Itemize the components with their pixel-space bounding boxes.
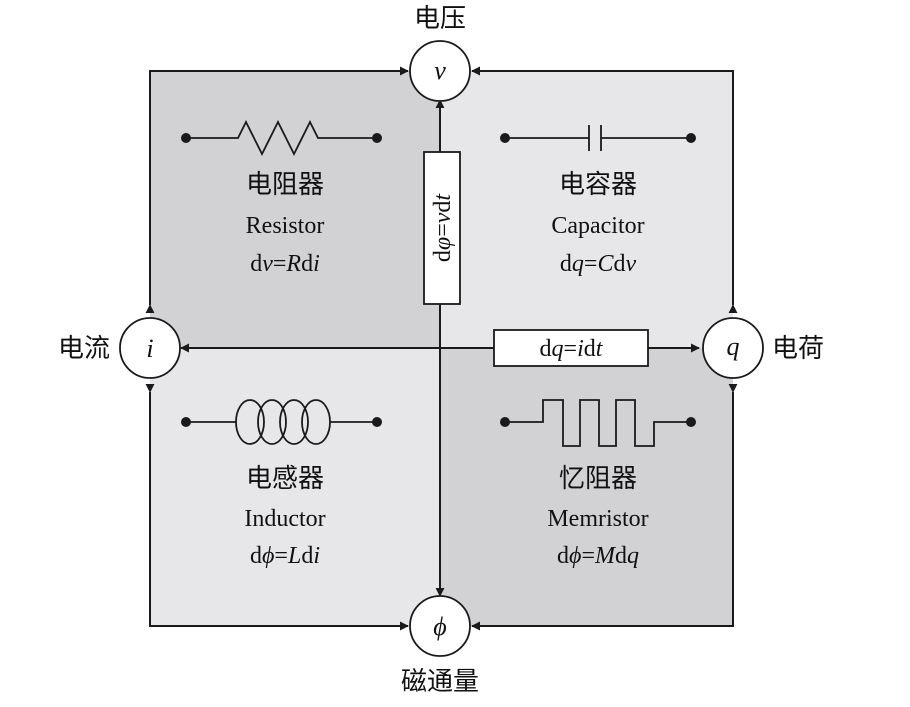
memristor-icon: [500, 399, 696, 447]
quadrant-capacitor-bg: [440, 71, 733, 348]
capacitor-equation: dq=Cdv: [560, 251, 637, 277]
flux-symbol: ϕ: [433, 612, 446, 641]
capacitor-icon: [500, 125, 696, 151]
capacitor-name-en: Capacitor: [551, 213, 644, 239]
resistor-name-en: Resistor: [246, 213, 325, 239]
flux-voltage-box: [423, 151, 461, 305]
voltage-label: 电压: [414, 4, 466, 34]
charge-node: [702, 317, 764, 379]
charge-symbol: q: [727, 332, 740, 361]
quadrant-resistor-bg: [150, 71, 440, 348]
arrow-top-left: [145, 66, 409, 314]
inductor-name-en: Inductor: [244, 506, 325, 532]
inductor-name-cn: 电感器: [246, 464, 324, 494]
current-symbol: i: [146, 334, 153, 363]
arrow-bottom-left: [145, 383, 409, 631]
flux-voltage-relation: dφ=vdt: [430, 193, 456, 262]
voltage-node: [409, 40, 471, 102]
arrow-top-right: [471, 66, 738, 314]
resistor-name-cn: 电阻器: [246, 170, 324, 200]
inductor-equation: dϕ=Ldi: [250, 543, 320, 569]
charge-current-relation: dq=idt: [540, 336, 604, 362]
resistor-equation: dv=Rdi: [250, 251, 320, 277]
voltage-symbol: v: [434, 56, 446, 85]
current-label: 电流: [58, 334, 110, 364]
arrow-bottom-right: [471, 383, 738, 631]
memristor-equation: dϕ=Mdq: [557, 543, 639, 569]
flux-label: 磁通量: [401, 667, 479, 697]
flux-node: [409, 595, 471, 657]
memristor-name-cn: 忆阻器: [559, 464, 637, 494]
capacitor-name-cn: 电容器: [559, 170, 637, 200]
current-node: [119, 317, 181, 379]
charge-current-box: [493, 329, 649, 367]
inductor-icon: [181, 399, 382, 445]
memristor-name-en: Memristor: [547, 506, 648, 532]
resistor-icon: [181, 119, 382, 157]
charge-label: 电荷: [772, 334, 824, 364]
